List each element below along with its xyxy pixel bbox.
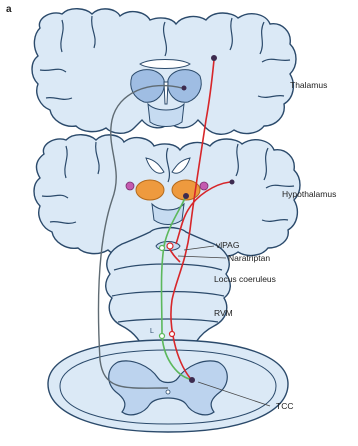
label-hypothalamus: Hypothalamus (282, 189, 336, 199)
vlpag-neuron-soma-red (167, 243, 173, 249)
rvm-neuron-soma-red (170, 332, 175, 337)
ventricle-upper (140, 60, 190, 69)
label-thalamus: Thalamus (290, 80, 327, 90)
label-tcc: TCC (276, 401, 293, 411)
vlpag-neuron-soma-green (160, 246, 165, 251)
hypothalamus-right-marker (200, 182, 208, 190)
panel-label: a (6, 4, 12, 15)
label-vlpag: vlPAG (216, 240, 239, 250)
rvm-neuron-soma-green (160, 334, 165, 339)
label-locus-coeruleus: Locus coeruleus (214, 274, 276, 284)
tcc-neuron-soma (189, 377, 195, 383)
label-rvm: RVM (214, 308, 233, 318)
hypothalamus-left-nucleus (136, 180, 164, 200)
spinal-cord-section (48, 340, 288, 432)
thalamus-projection-soma (182, 86, 187, 91)
central-canal (166, 390, 170, 394)
hypothalamus-neuron-soma (183, 193, 189, 199)
hypothalamus-projection-soma (230, 180, 235, 185)
hypothalamus-left-marker (126, 182, 134, 190)
thalamus-neuron-soma (211, 55, 217, 61)
medulla-marker-l: L (150, 328, 154, 335)
label-naratriptan: Naratriptan (228, 253, 270, 263)
coronal-section-thalamus (32, 9, 296, 135)
